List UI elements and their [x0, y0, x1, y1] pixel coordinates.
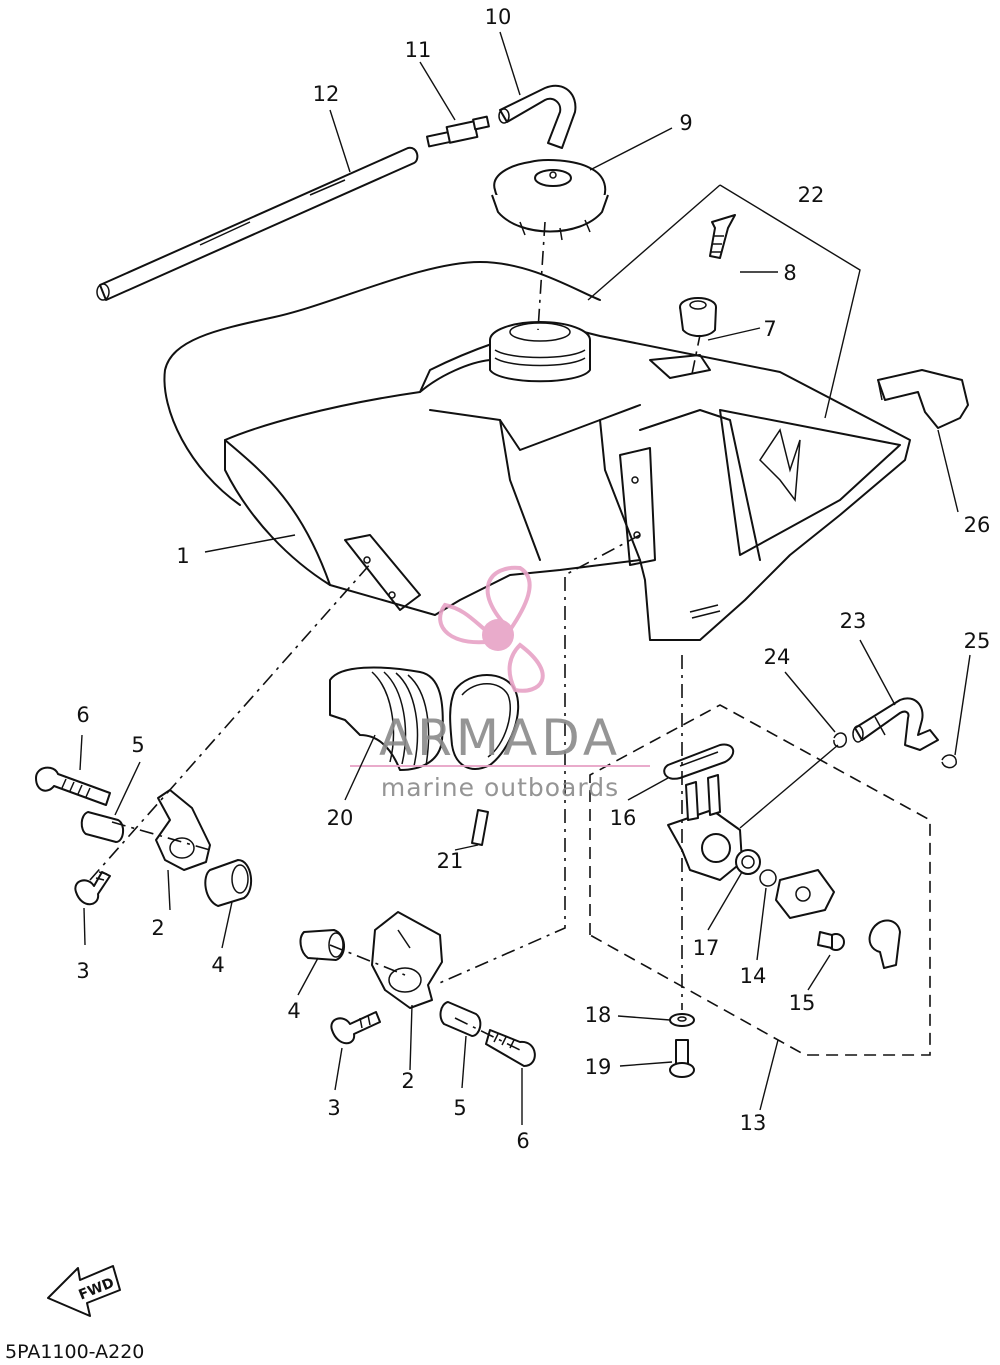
breather-tube [96, 146, 419, 301]
damper-left-4 [204, 859, 253, 907]
bolt-left-6 [35, 766, 111, 806]
callout-7: 7 [763, 317, 776, 341]
collar-right-5 [439, 1001, 482, 1037]
fwd-arrow: FWD [47, 1265, 121, 1317]
callout-16: 16 [610, 806, 637, 830]
callout-18: 18 [585, 1003, 612, 1027]
hose-clip-24 [833, 732, 847, 748]
watermark-logo: ARMADA marine outboards [350, 565, 650, 802]
callout-24: 24 [764, 645, 791, 669]
callout-4-left: 4 [211, 953, 224, 977]
callout-5-right: 5 [453, 1096, 466, 1120]
boot-20 [329, 666, 444, 771]
hose-joint [426, 115, 490, 148]
propeller-icon [438, 565, 545, 693]
callout-12: 12 [313, 82, 340, 106]
screw-8 [709, 214, 736, 259]
callout-11: 11 [405, 38, 432, 62]
fuel-cock-assembly [589, 655, 931, 1078]
callout-26: 26 [964, 513, 991, 537]
callout-8: 8 [783, 261, 796, 285]
fuel-tank [163, 261, 911, 641]
forward-arrow-icon [47, 1265, 121, 1317]
leader-lines [79, 31, 971, 1125]
watermark-title: ARMADA [379, 709, 621, 767]
fuel-cap [491, 159, 609, 241]
callout-17: 17 [693, 936, 720, 960]
bolt-right-6 [485, 1029, 536, 1067]
callout-3-left: 3 [76, 959, 89, 983]
bolt-right-3 [330, 1011, 381, 1045]
callout-23: 23 [840, 609, 867, 633]
callout-22: 22 [798, 183, 825, 207]
breather-hose [498, 84, 577, 149]
damper-right-4 [299, 929, 345, 961]
diagram-code: 5PA1100-A220 [5, 1341, 144, 1363]
watermark-subtitle: marine outboards [381, 773, 619, 802]
callout-14: 14 [740, 964, 767, 988]
callout-10: 10 [485, 5, 512, 29]
callout-2-right: 2 [401, 1069, 414, 1093]
callout-15: 15 [789, 991, 816, 1015]
tank-pad-26 [877, 369, 969, 429]
callout-labels: 1 2 2 3 3 4 4 5 5 6 6 7 8 9 10 11 12 13 … [76, 5, 990, 1153]
bolt-left-3 [74, 871, 111, 906]
damper-7 [679, 297, 717, 337]
bracket-right [371, 911, 443, 1009]
callout-9: 9 [679, 111, 692, 135]
callout-3-right: 3 [327, 1096, 340, 1120]
callout-5-left: 5 [131, 733, 144, 757]
hose-clip-25 [941, 754, 957, 769]
callout-4-right: 4 [287, 999, 300, 1023]
callout-13: 13 [740, 1111, 767, 1135]
clamp-21 [449, 674, 520, 846]
callout-21: 21 [437, 849, 464, 873]
callout-25: 25 [964, 629, 991, 653]
callout-20: 20 [327, 806, 354, 830]
collar-left-5 [80, 811, 124, 843]
callout-6-left: 6 [76, 703, 89, 727]
callout-1: 1 [176, 544, 189, 568]
callout-19: 19 [585, 1055, 612, 1079]
fuel-hose-23 [852, 697, 939, 751]
callout-6-right: 6 [516, 1129, 529, 1153]
callout-2-left: 2 [151, 916, 164, 940]
bracket-left [155, 789, 211, 871]
